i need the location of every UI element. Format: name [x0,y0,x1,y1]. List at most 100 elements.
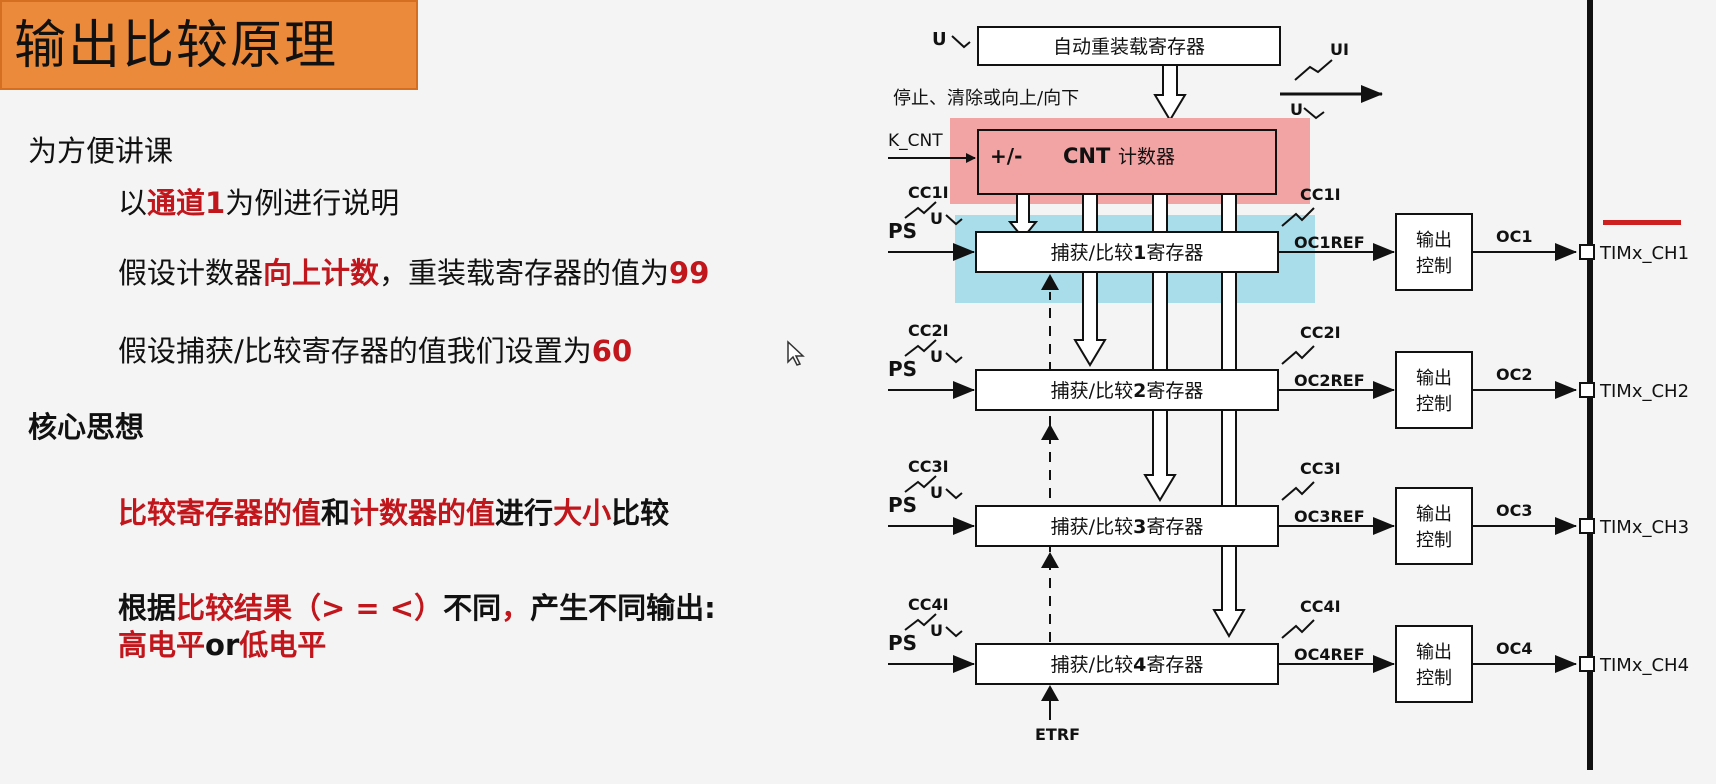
output-control-block [1395,351,1473,429]
cc-interrupt-label: CC3I [1300,459,1341,478]
cc-interrupt-label: CC2I [908,321,949,340]
oc-label: OC4 [1496,639,1532,658]
lightning-icon [945,626,963,638]
oc-label: OC3 [1496,501,1532,520]
pin-square [1579,656,1595,672]
output-control-label: 控制 [1416,668,1452,689]
result-line: 根据比较结果（> = <）不同，产生不同输出: [118,585,716,627]
lightning-icon [904,475,937,493]
u-label: U [930,483,943,502]
highlight-text: 高电平 [118,628,206,662]
output-control-label: 控制 [1416,256,1452,277]
lightning-icon [904,339,937,357]
oc-label: OC1 [1496,227,1532,246]
auto-reload-register [977,26,1281,66]
oc-ref-label: OC4REF [1294,645,1365,664]
cc-interrupt-label: CC1I [908,183,949,202]
intro-line: 为方便讲课 [28,134,174,168]
lightning-icon [945,352,963,364]
u-label: U [930,621,943,640]
u-label: U [1290,100,1303,119]
lightning-icon [1281,345,1315,365]
section-heading: 核心思想 [28,410,145,444]
highlight-text: 通道1 [147,186,226,220]
text-segment: 根据 [118,591,177,625]
text-segment: 假设捕获/比较寄存器的值我们设置为 [118,334,592,368]
cnt-highlight [950,118,1310,204]
ps-label: PS [888,631,917,655]
cnt-counter-label: 计数器 [1118,146,1175,168]
counter-line: 假设计数器向上计数，重装载寄存器的值为99 [118,250,709,292]
highlight-text: ， [501,591,531,625]
capture-compare-register-label: 捕获/比较1寄存器 [1051,242,1204,264]
output-control-label: 输出 [1416,642,1452,663]
capture-compare-register-label: 捕获/比较3寄存器 [1051,516,1204,538]
oc-ref-label: OC3REF [1294,507,1365,526]
core-idea-line: 比较寄存器的值和计数器的值进行大小比较 [118,490,669,532]
ps-label: PS [888,493,917,517]
pin-label: TIMx_CH4 [1599,655,1689,676]
cnt-counter-block [977,129,1277,195]
lightning-icon [904,201,937,219]
capture-compare-register-label: 捕获/比较2寄存器 [1051,380,1204,402]
highlight-text: 向上计数 [263,256,380,290]
u-label: U [930,347,943,366]
channel-line: 以通道1为例进行说明 [118,180,399,222]
lightning-icon [1281,207,1315,227]
text-segment: 比较 [611,496,670,530]
slide-title: 输出比较原理 [0,0,418,90]
pin-square [1579,244,1595,260]
cc-interrupt-label: CC1I [1300,185,1341,204]
lightning-icon [945,488,963,500]
cc-interrupt-label: CC2I [1300,323,1341,342]
counter-control-label: 停止、清除或向上/向下 [893,88,1079,109]
etrf-label: ETRF [1035,725,1080,744]
oc-ref-label: OC1REF [1294,233,1365,252]
pin-label: TIMx_CH3 [1599,517,1689,538]
text-segment: 进行 [495,496,554,530]
level-line: 高电平or低电平 [118,622,326,664]
text-segment: 产生不同输出: [530,591,716,625]
pin-marker [1603,220,1681,225]
text-segment: 不同 [443,591,502,625]
highlight-text: 低电平 [239,628,327,662]
cc-interrupt-label: CC4I [908,595,949,614]
capture-compare-register [975,505,1279,547]
output-control-block [1395,213,1473,291]
ck-cnt-label: K_CNT [888,131,943,151]
pin-label: TIMx_CH2 [1599,381,1689,402]
lightning-icon [1281,619,1315,639]
auto-reload-label: 自动重装载寄存器 [1053,36,1205,58]
text-segment: 和 [321,496,351,530]
capture-compare-register-label: 捕获/比较4寄存器 [1051,654,1204,676]
pin-label: TIMx_CH1 [1599,243,1689,264]
ui-label: UI [1330,40,1349,59]
plus-minus-label: +/- [990,144,1022,168]
text-segment: 假设计数器 [118,256,264,290]
capture-compare-register [975,231,1279,273]
capture-compare-register [975,369,1279,411]
text-segment: or [205,628,240,662]
pin-square [1579,382,1595,398]
lightning-icon [1281,481,1315,501]
text-segment: ，重装载寄存器的值为 [379,256,670,290]
text-segment: 以 [118,186,148,220]
cc-interrupt-label: CC4I [1300,597,1341,616]
output-control-label: 输出 [1416,368,1452,389]
ps-label: PS [888,219,917,243]
highlight-text: 比较结果（> = <） [176,591,444,625]
output-control-block [1395,625,1473,703]
oc-ref-label: OC2REF [1294,371,1365,390]
highlight-text: 计数器的值 [350,496,496,530]
cnt-label: CNT [1063,144,1111,168]
highlight-value: 60 [591,334,633,368]
output-control-label: 输出 [1416,230,1452,251]
u-label: U [932,29,947,50]
mouse-cursor-icon [787,340,805,366]
lightning-icon [945,214,963,226]
u-label: U [930,209,943,228]
highlight-text: 比较寄存器的值 [118,496,322,530]
lightning-icon [904,613,937,631]
output-control-label: 输出 [1416,504,1452,525]
